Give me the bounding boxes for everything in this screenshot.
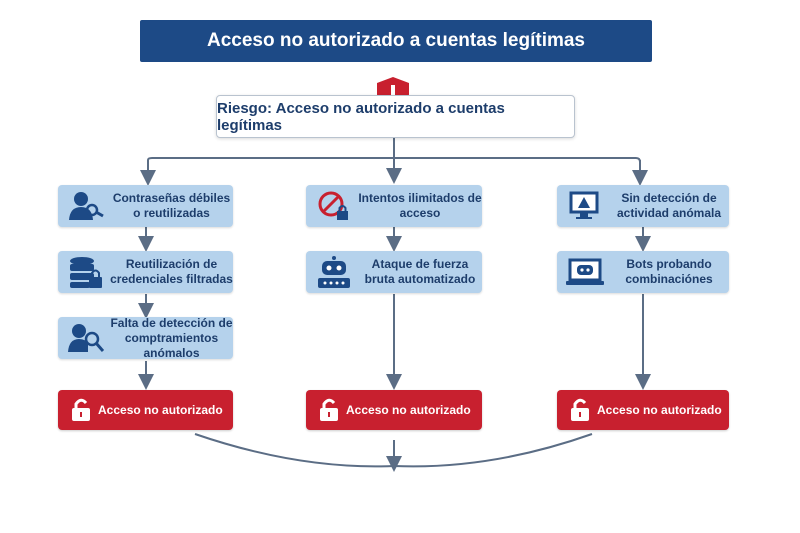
outcome-box: Acceso no autorizado xyxy=(58,390,233,430)
outcome-box: Acceso no autorizado xyxy=(557,390,729,430)
unlocked-padlock-icon xyxy=(314,398,344,422)
unlocked-padlock-icon xyxy=(66,398,96,422)
step-box: Bots probando combinaciónes xyxy=(557,251,729,293)
step-box: Falta de detección de comptramientos anó… xyxy=(58,315,233,360)
step-label: Falta de detección de comptramientos anó… xyxy=(110,315,233,360)
step-label: Intentos ilimitados de acceso xyxy=(358,191,482,220)
risk-box: Riesgo: Acceso no autorizado a cuentas l… xyxy=(216,95,575,138)
step-label: Reutilización de credenciales filtradas xyxy=(110,257,233,286)
prohibited-lock-icon xyxy=(314,189,354,223)
outcome-box: Acceso no autorizado xyxy=(306,390,482,430)
step-box: Intentos ilimitados de acceso xyxy=(306,185,482,227)
page-title: Acceso no autorizado a cuentas legítimas xyxy=(140,20,652,62)
robot-icon xyxy=(314,255,354,289)
laptop-bot-icon xyxy=(565,255,605,289)
outcome-label: Acceso no autorizado xyxy=(346,403,471,417)
step-box: Sin detección de actividad anómala xyxy=(557,185,729,227)
database-lock-icon xyxy=(66,255,106,289)
user-key-icon xyxy=(66,189,106,223)
step-box: Ataque de fuerza bruta automatizado xyxy=(306,251,482,293)
step-label: Sin detección de actividad anómala xyxy=(616,191,722,220)
unlocked-padlock-icon xyxy=(565,398,595,422)
step-box: Reutilización de credenciales filtradas xyxy=(58,251,233,293)
outcome-label: Acceso no autorizado xyxy=(98,403,223,417)
monitor-warning-icon xyxy=(565,189,605,223)
step-box: Contraseñas débiles o reutilizadas xyxy=(58,185,233,227)
step-label: Ataque de fuerza bruta automatizado xyxy=(364,257,476,286)
outcome-label: Acceso no autorizado xyxy=(597,403,722,417)
step-label: Contraseñas débiles o reutilizadas xyxy=(112,191,231,220)
step-label: Bots probando combinaciónes xyxy=(625,257,713,286)
user-search-icon xyxy=(66,321,106,355)
